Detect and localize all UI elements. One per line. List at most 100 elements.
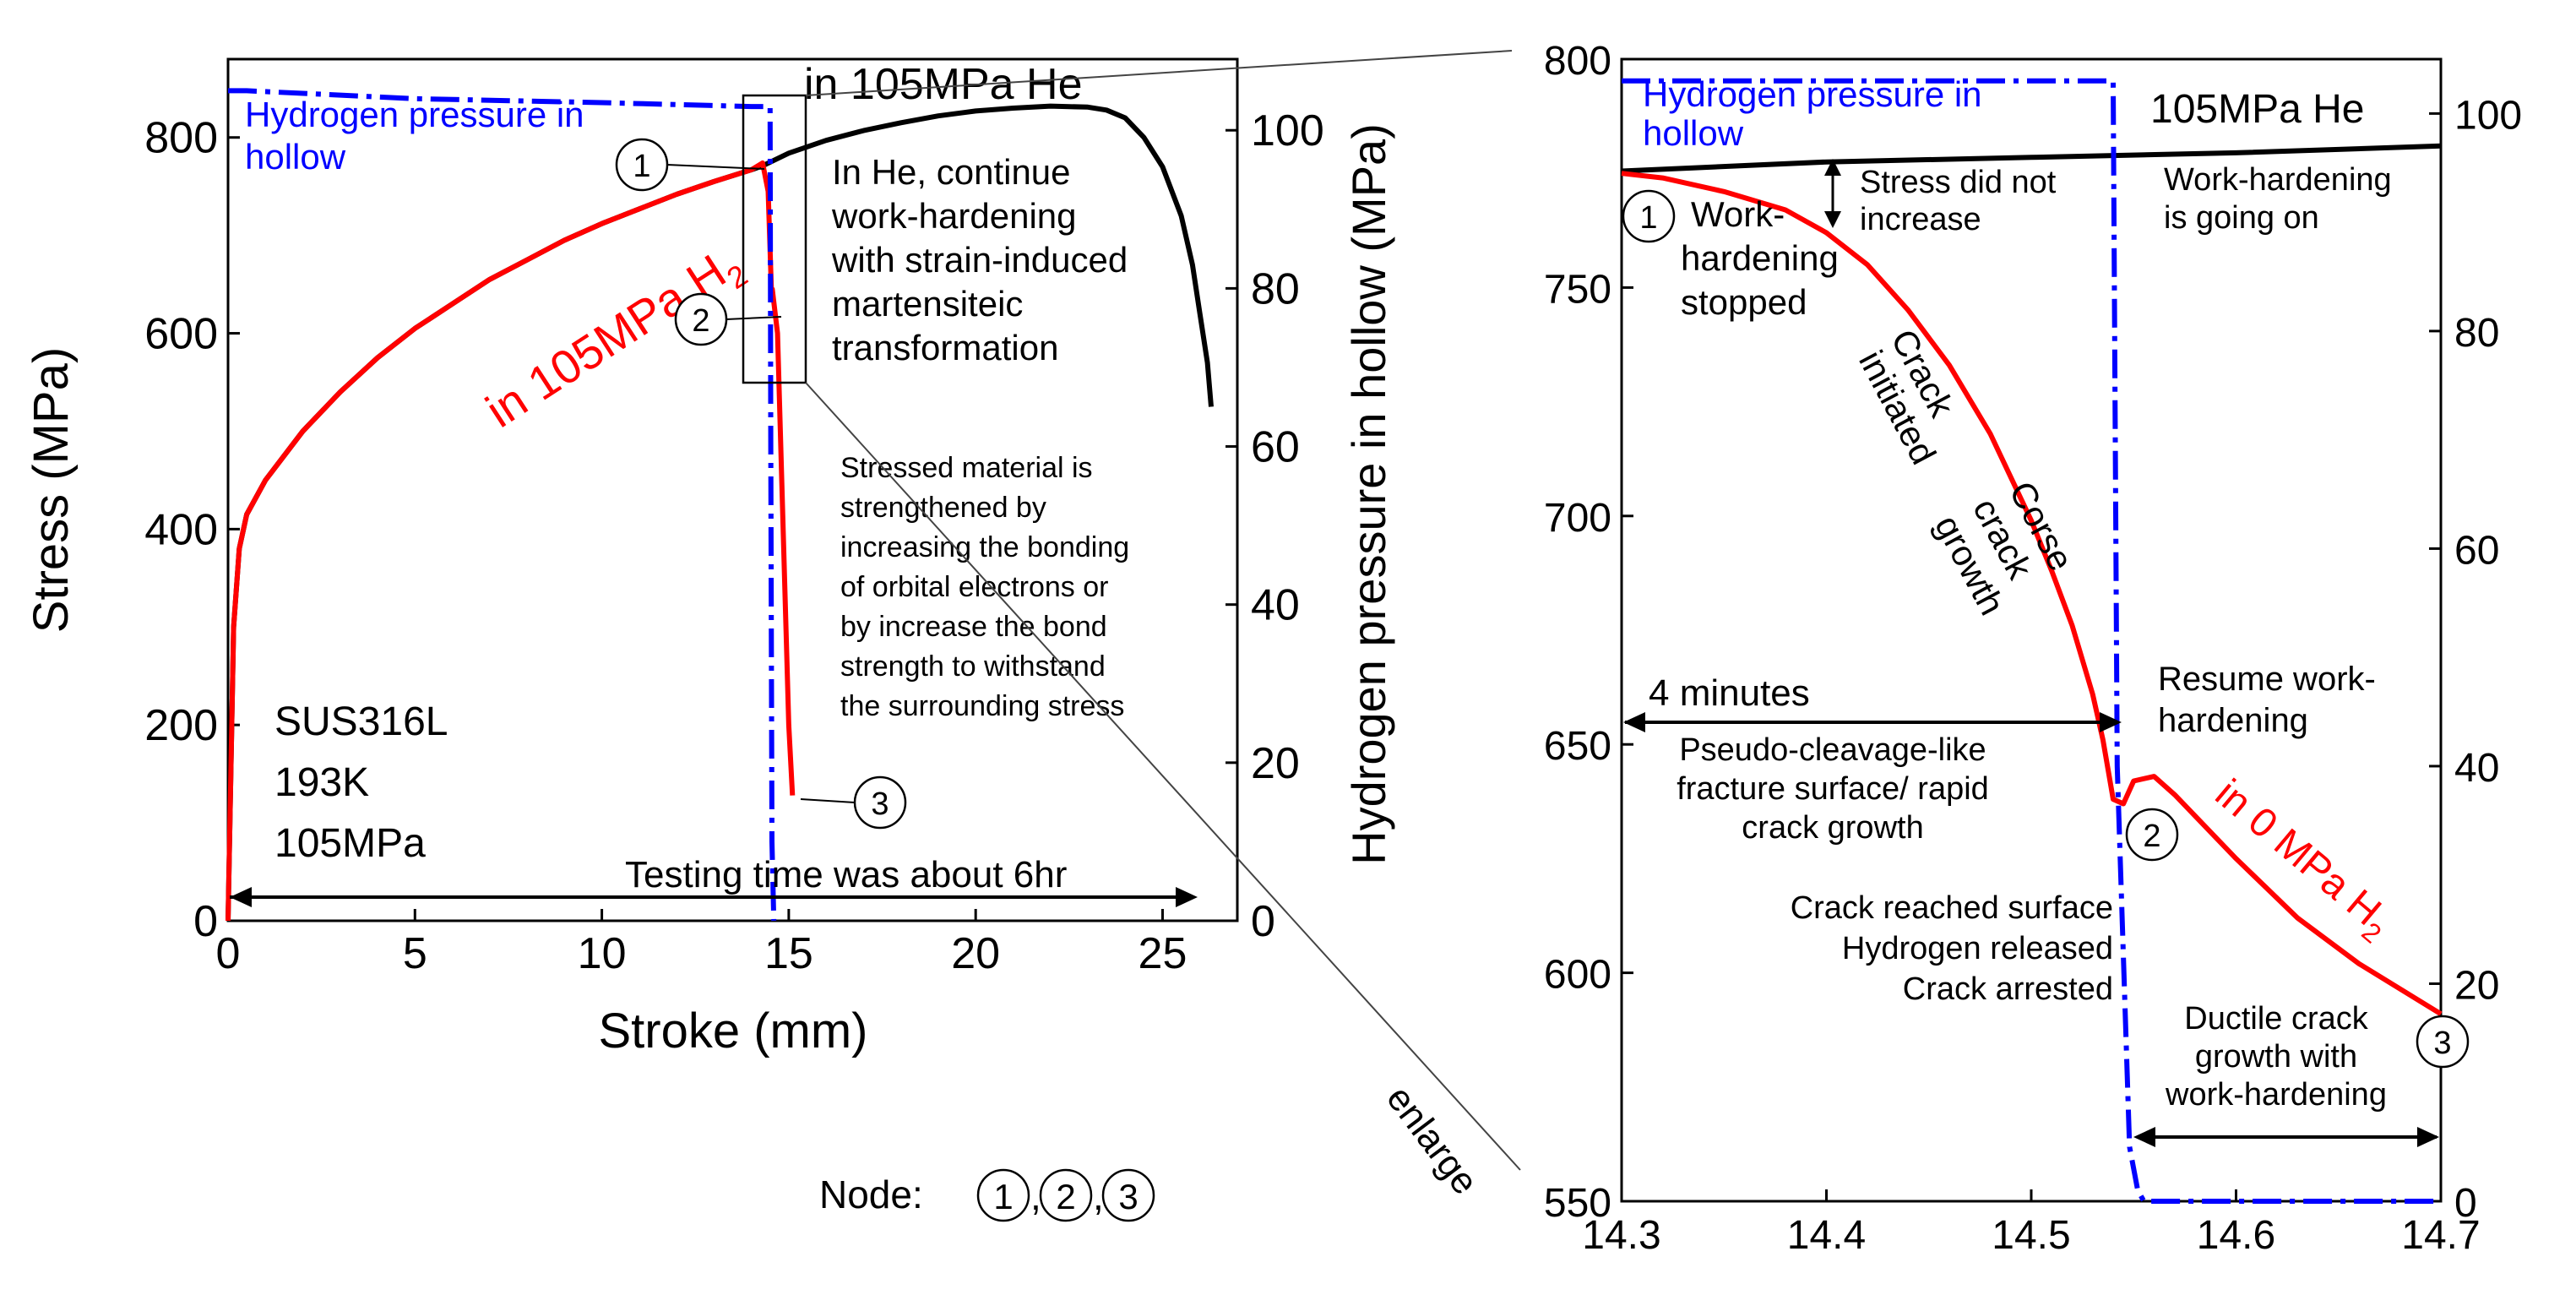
y-tick-label: 200: [144, 701, 218, 750]
stressed-note-line: increasing the bonding: [840, 531, 1129, 563]
node-caption-label: Node:: [819, 1173, 923, 1216]
right-node-2: 2: [2125, 808, 2179, 862]
caption-node-1: [976, 1168, 1030, 1222]
stressed-note-line: by increase the bond: [840, 611, 1107, 643]
x-tick-label: 14.6: [2197, 1213, 2275, 1258]
x-tick-label: 14.3: [1582, 1213, 1660, 1258]
right-h2-legend-line1: Hydrogen pressure in: [1643, 74, 1982, 114]
y2-tick-label: 100: [2454, 93, 2522, 138]
left-stressed-note: Stressed material is strengthened by inc…: [840, 452, 1129, 722]
y-tick-label: 600: [1544, 953, 1611, 998]
right-node-2-label: 2: [2143, 819, 2160, 854]
caption-node-2-digit: 2: [1056, 1177, 1075, 1216]
y2-tick-label: 0: [1251, 897, 1275, 946]
wh-stopped-line: Work-: [1691, 194, 1785, 234]
pseudo-line: crack growth: [1742, 810, 1923, 846]
node-3-label: 3: [871, 786, 889, 822]
y-tick-label: 550: [1544, 1181, 1611, 1226]
y-tick-label: 0: [193, 897, 218, 946]
node-1-label: 1: [633, 149, 650, 184]
x-tick-label: 15: [764, 929, 813, 978]
testing-time-arrow: [230, 887, 1198, 907]
left-y2-axis-label: Hydrogen pressure in hollow (MPa): [1342, 123, 1395, 865]
left-material-note: SUS316L 193K 105MPa: [274, 699, 448, 866]
left-he-note-line: work-hardening: [831, 196, 1077, 236]
stress-arrow: [1824, 159, 1841, 228]
hydrogen-pressure-line: [228, 88, 777, 922]
caption-node-1-digit: 1: [993, 1177, 1013, 1216]
stress-note-line: increase: [1860, 202, 1981, 237]
crack-initiated-note: Crack initiated: [1851, 323, 1962, 471]
y2-tick-label: 80: [1251, 264, 1300, 313]
wh-stopped-line: hardening: [1681, 238, 1839, 278]
x-tick-label: 14.4: [1787, 1213, 1866, 1258]
y2-tick-label: 20: [1251, 739, 1300, 788]
pseudo-line: fracture surface/ rapid: [1677, 771, 1989, 807]
reached-line: Crack arrested: [1903, 971, 2113, 1007]
left-h2-legend-line1: Hydrogen pressure in: [245, 95, 584, 134]
zero-h2-text: in 0 MPa H: [2207, 771, 2389, 934]
enlarge-connectors: [805, 50, 1521, 1171]
y2-tick-label: 60: [2454, 528, 2499, 573]
y2-tick-label: 40: [1251, 581, 1300, 630]
left-he-note-line: transformation: [832, 328, 1058, 367]
left-data-lines: [226, 88, 1214, 922]
hydrogen-pressure-line: [1622, 78, 2441, 1204]
corse-growth-note: Corse crack growth: [1927, 475, 2081, 621]
resume-line: Resume work-: [2158, 661, 2376, 698]
y2-tick-label: 40: [2454, 746, 2499, 791]
y-tick-label: 650: [1544, 724, 1611, 769]
stressed-note-line: Stressed material is: [840, 452, 1093, 484]
x-tick-label: 10: [578, 929, 627, 978]
caption-node-2: [1039, 1168, 1093, 1222]
stressed-note-line: strengthened by: [840, 492, 1046, 524]
testing-time-label: Testing time was about 6hr: [625, 854, 1067, 895]
left-he-note-line: with strain-induced: [831, 240, 1128, 280]
y-tick-label: 600: [144, 310, 218, 359]
caption-separator: ,: [1093, 1174, 1104, 1218]
reached-line: Hydrogen released: [1842, 931, 2113, 966]
left-plot-frame: [226, 57, 1239, 922]
left-node-1: 1: [615, 138, 765, 192]
stress-not-increase-note: Stress did not increase: [1860, 165, 2057, 237]
y-tick-label: 400: [144, 505, 218, 554]
wh-stopped-note: Work- hardening stopped: [1681, 194, 1839, 322]
wh-on-line: Work-hardening: [2164, 162, 2392, 198]
h2-series-line: [1621, 171, 2443, 1016]
ductile-line: Ductile crack: [2184, 1001, 2368, 1037]
resume-line: hardening: [2158, 702, 2308, 739]
node-2-label: 2: [692, 303, 709, 339]
y-tick-label: 750: [1544, 267, 1611, 312]
y-tick-label: 800: [144, 114, 218, 163]
right-node-1: 1: [1622, 189, 1676, 243]
wh-on-line: is going on: [2164, 200, 2319, 236]
left-he-note: In He, continue work-hardening with stra…: [831, 152, 1128, 367]
stress-note-line: Stress did not: [1860, 165, 2057, 200]
x-tick-label: 20: [951, 929, 1000, 978]
x-tick-label: 14.7: [2401, 1213, 2480, 1258]
caption-node-3-digit: 3: [1118, 1177, 1138, 1216]
crack-reached-note: Crack reached surface Hydrogen released …: [1791, 890, 2113, 1007]
four-minutes-label: 4 minutes: [1649, 672, 1810, 714]
left-h2-legend-line2: hollow: [245, 137, 346, 177]
ductile-line: work-hardening: [2165, 1077, 2387, 1113]
right-node-3: 3: [2416, 1015, 2470, 1069]
right-data-lines: [1621, 78, 2443, 1204]
material-line: SUS316L: [274, 699, 448, 744]
y2-tick-label: 80: [2454, 311, 2499, 356]
stressed-note-line: of orbital electrons or: [840, 571, 1109, 603]
node-caption: Node: 1 , 2 , 3: [819, 1168, 1155, 1222]
wh-stopped-line: stopped: [1681, 282, 1807, 322]
ductile-note: Ductile crack growth with work-hardening: [2165, 1001, 2387, 1113]
left-y-axis-label: Stress (MPa): [24, 347, 79, 633]
material-line: 193K: [274, 760, 369, 805]
left-he-label: in 105MPa He: [804, 60, 1083, 109]
y2-tick-label: 0: [2454, 1181, 2477, 1226]
y2-tick-label: 100: [1251, 106, 1324, 155]
ductile-line: growth with: [2195, 1039, 2357, 1075]
zoom-box: [742, 94, 807, 384]
stressed-note-line: the surrounding stress: [840, 690, 1124, 722]
